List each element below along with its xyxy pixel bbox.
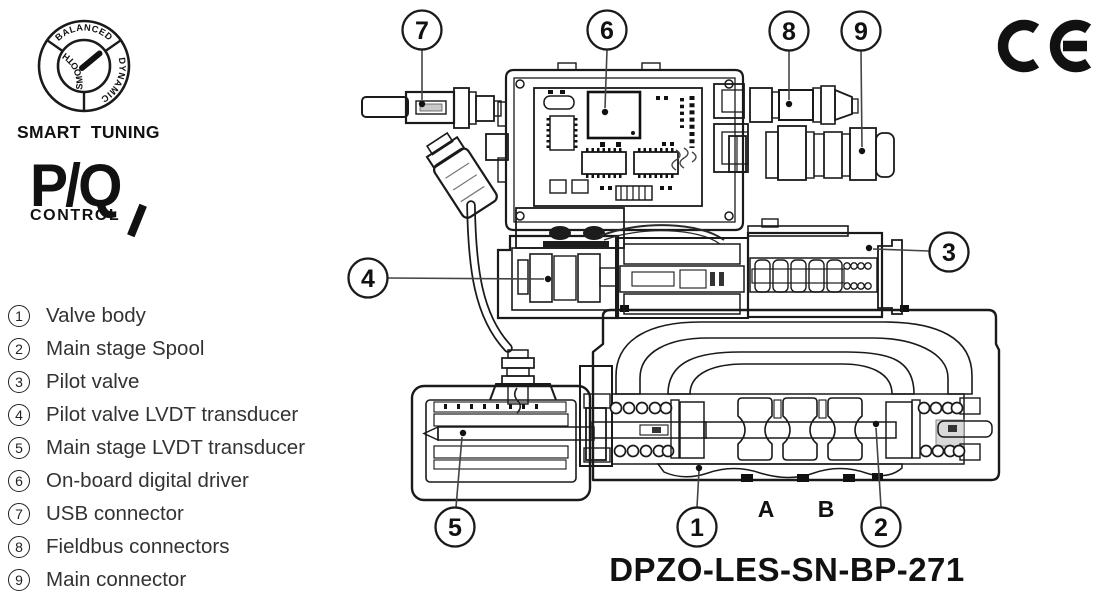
left-end-cap <box>579 365 613 467</box>
legend-num: 3 <box>8 370 30 393</box>
legend-item: 4 Pilot valve LVDT transducer <box>8 398 305 431</box>
solenoid-wire <box>599 224 725 241</box>
legend-label: Main connector <box>46 567 187 591</box>
port-b-label: B <box>818 496 835 522</box>
main-spool <box>679 397 913 461</box>
legend-num: 8 <box>8 535 30 558</box>
dial-pointer <box>79 50 103 71</box>
smart-tuning-dial: BALANCED DYNAMIC SMOOTH <box>14 4 158 122</box>
pilot-body <box>746 218 903 319</box>
svg-text:4: 4 <box>361 265 375 293</box>
model-label: DPZO-LES-SN-BP-271 <box>609 551 965 588</box>
driver-box <box>497 62 749 232</box>
svg-text:3: 3 <box>942 239 956 267</box>
legend-label: USB connector <box>46 501 184 525</box>
spool-rod-right <box>937 420 993 438</box>
callouts: 7 6 8 9 <box>347 9 970 548</box>
svg-text:5: 5 <box>448 514 462 542</box>
callout-7: 7 <box>401 9 443 108</box>
legend-num: 1 <box>8 304 30 327</box>
lvdt-coil-bottom <box>433 445 569 459</box>
usb-connector <box>361 87 502 129</box>
callout-9: 9 <box>840 10 882 155</box>
legend-label: Valve body <box>46 303 146 327</box>
svg-text:8: 8 <box>782 18 796 46</box>
legend-label: Main stage Spool <box>46 336 205 360</box>
main-valve <box>579 305 1001 482</box>
callout-4: 4 <box>347 257 552 299</box>
solenoid-coil-top <box>623 243 741 265</box>
main-connector <box>728 125 895 181</box>
pq-logo-text: P/Q <box>30 152 122 219</box>
svg-text:6: 6 <box>600 17 614 45</box>
solenoid-coil-bottom <box>623 293 741 315</box>
flow-gallery-outer <box>615 321 973 395</box>
pcb <box>533 87 703 207</box>
pq-control-logo: P/Q CONTROL <box>30 156 170 246</box>
svg-text:1: 1 <box>690 514 704 542</box>
legend-label: On-board digital driver <box>46 468 249 492</box>
pcb-wire <box>671 147 697 171</box>
legend-num: 5 <box>8 436 30 459</box>
legend-num: 6 <box>8 469 30 492</box>
callout-2: 2 <box>860 420 902 548</box>
smart-tuning-label: SMART TUNING <box>17 122 160 142</box>
port-pockets <box>656 463 903 479</box>
svg-text:2: 2 <box>874 514 888 542</box>
callout-1: 1 <box>676 464 718 548</box>
fieldbus-connector <box>749 85 859 125</box>
legend-label: Main stage LVDT transducer <box>46 435 306 459</box>
pilot-valve <box>496 218 903 320</box>
legend-label: Pilot valve LVDT transducer <box>46 402 299 426</box>
legend-item: 8 Fieldbus connectors <box>8 530 305 563</box>
legend-label: Pilot valve <box>46 369 140 393</box>
callout-6: 6 <box>586 9 628 116</box>
spool-sleeve-left <box>679 401 705 459</box>
spool-sleeve-right <box>885 401 913 459</box>
pilot-cable <box>466 200 513 353</box>
port-a-label: A <box>758 496 775 522</box>
flow-gallery-inner <box>667 351 915 395</box>
svg-text:9: 9 <box>854 18 868 46</box>
spring-right <box>917 401 966 458</box>
pilot-lvdt-housing <box>496 234 620 320</box>
callout-8: 8 <box>768 10 810 108</box>
callout-3: 3 <box>865 231 970 273</box>
callout-5: 5 <box>434 429 476 548</box>
legend-num: 7 <box>8 502 30 525</box>
cable-gland <box>501 349 535 414</box>
legend-num: 4 <box>8 403 30 426</box>
spring-left <box>609 401 675 458</box>
legend-item: 5 Main stage LVDT transducer <box>8 431 305 464</box>
legend-num: 2 <box>8 337 30 360</box>
lvdt-rod <box>422 425 595 442</box>
main-lvdt <box>410 349 607 502</box>
ce-mark-icon: CE <box>997 19 1092 73</box>
legend-item: 9 Main connector <box>8 563 305 596</box>
valve-body <box>591 308 1001 482</box>
pilot-spring <box>843 262 872 290</box>
legend-num: 9 <box>8 568 30 591</box>
legend-item: 1 Valve body <box>8 299 305 332</box>
solenoid <box>615 237 749 319</box>
legend-label: Fieldbus connectors <box>46 534 230 558</box>
pq-control-text: CONTROL <box>30 207 121 224</box>
legend-item: 6 On-board digital driver <box>8 464 305 497</box>
svg-text:7: 7 <box>415 17 429 45</box>
legend-item: 7 USB connector <box>8 497 305 530</box>
spool-rod-left <box>591 421 707 439</box>
elbow-connector <box>425 131 509 219</box>
legend-item: 3 Pilot valve <box>8 365 305 398</box>
lvdt-coil-top <box>433 413 569 427</box>
cpu-chip <box>586 90 642 140</box>
box-socket-top <box>713 83 745 119</box>
legend-item: 2 Main stage Spool <box>8 332 305 365</box>
